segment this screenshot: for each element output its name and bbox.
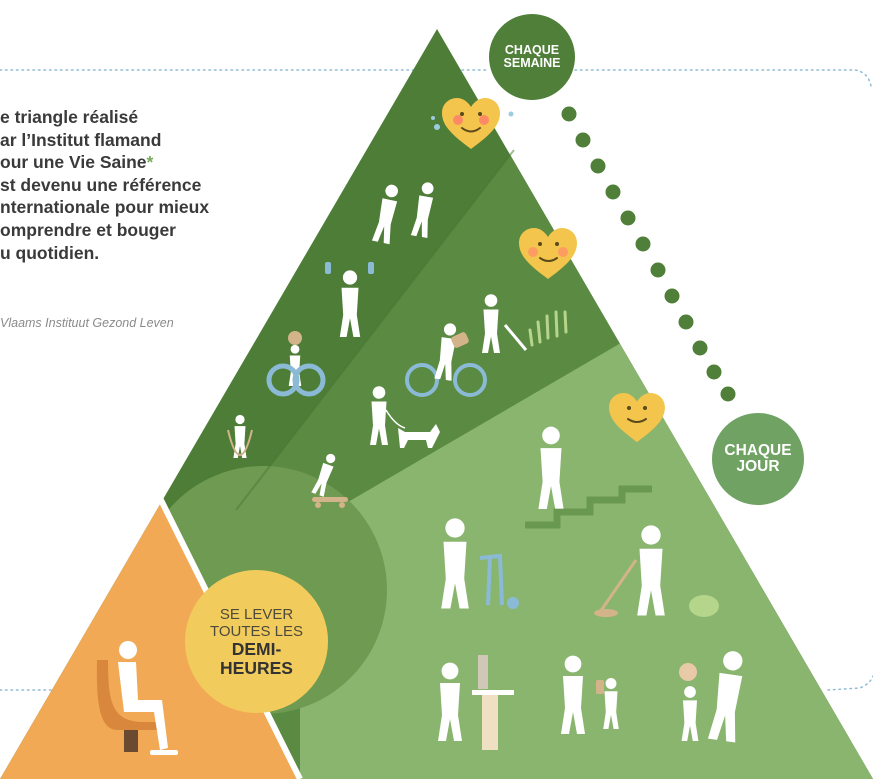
daily-badge: CHAQUE JOUR	[712, 413, 804, 505]
sitting-band	[0, 494, 300, 779]
intro-line: st devenu une référence	[0, 174, 202, 195]
dot	[635, 236, 651, 252]
vigorous-activities	[227, 181, 437, 458]
wheelchair-basketball-icon	[266, 331, 326, 397]
intro-line: u quotidien.	[0, 242, 100, 263]
dot	[605, 184, 621, 200]
cycling-icon	[405, 322, 487, 397]
intro-line: nternationale pour mieux	[0, 197, 210, 218]
intro-line-text: our une Vie Saine	[0, 152, 147, 173]
top-band-divider	[235, 149, 515, 511]
frequency-dots	[561, 106, 736, 402]
playing-with-child-icon	[679, 649, 748, 743]
intro-line: omprendre et bouger	[0, 219, 176, 240]
weekly-badge: CHAQUE SEMAINE	[489, 14, 575, 100]
heart-cheek	[528, 247, 538, 257]
badge-line: CHAQUE	[724, 442, 792, 459]
heart-eye	[478, 112, 482, 116]
heart-cheek	[479, 115, 489, 125]
asterisk: *	[146, 152, 154, 173]
heart-smile	[627, 418, 647, 423]
dot	[650, 262, 666, 278]
heart-icon-moderate	[519, 228, 577, 279]
source-credit: Vlaams Instituut Gezond Leven	[0, 316, 174, 330]
walker-icon	[441, 518, 519, 609]
heart-icon-light	[609, 392, 665, 443]
badge-line: SEMAINE	[503, 56, 561, 70]
heart-eye	[643, 406, 647, 410]
heart-smile	[461, 127, 481, 133]
heart-eye	[538, 242, 542, 246]
dot	[561, 106, 577, 122]
weekly-guide-line	[0, 69, 872, 87]
dot	[575, 132, 591, 148]
intro-line: ar l’Institut flamand	[0, 129, 162, 150]
skateboarding-icon	[311, 451, 348, 508]
dot	[590, 158, 606, 174]
gardening-icon	[482, 294, 568, 353]
standing-desk-icon	[438, 655, 514, 750]
bottom-guide-line	[0, 675, 873, 691]
heart-eye	[460, 112, 464, 116]
moderate-activities	[311, 294, 568, 508]
dot	[706, 364, 722, 380]
badge-line: CHAQUE	[504, 43, 560, 57]
badge-line: TOUTES LES	[209, 622, 304, 640]
stair-climbing-icon	[525, 426, 652, 529]
sweat-drop	[431, 116, 435, 120]
dot	[720, 386, 736, 402]
weightlifting-icon	[325, 262, 374, 337]
jump-rope-icon	[227, 414, 253, 458]
heart-cheek	[453, 115, 463, 125]
heart-smile	[539, 257, 558, 262]
badge-line: HEURES	[220, 657, 293, 678]
dot	[620, 210, 636, 226]
sitting-person-icon	[96, 641, 178, 755]
heart-icon-intense	[431, 98, 514, 149]
sweat-drop	[434, 124, 440, 130]
heart-eye	[555, 242, 559, 246]
intro-text: e triangle réalisé ar l’Institut flamand…	[0, 106, 300, 264]
dog-walking-icon	[370, 386, 440, 448]
intro-line: e triangle réalisé	[0, 107, 139, 127]
heart-eye	[627, 406, 631, 410]
badge-line: DEMI-	[231, 638, 282, 659]
intro-line: our une Vie Saine*	[0, 151, 300, 174]
stand-up-badge: SE LEVER TOUTES LES DEMI- HEURES	[185, 570, 328, 713]
vacuuming-icon	[594, 525, 719, 617]
badge-line: JOUR	[736, 458, 780, 475]
dot	[692, 340, 708, 356]
badge-line: SE LEVER	[219, 605, 294, 623]
sweat-drop	[508, 111, 514, 117]
walking-child-icon	[561, 655, 619, 734]
dot	[678, 314, 694, 330]
light-activities	[438, 426, 748, 750]
dot	[664, 288, 680, 304]
heart-cheek	[558, 247, 568, 257]
